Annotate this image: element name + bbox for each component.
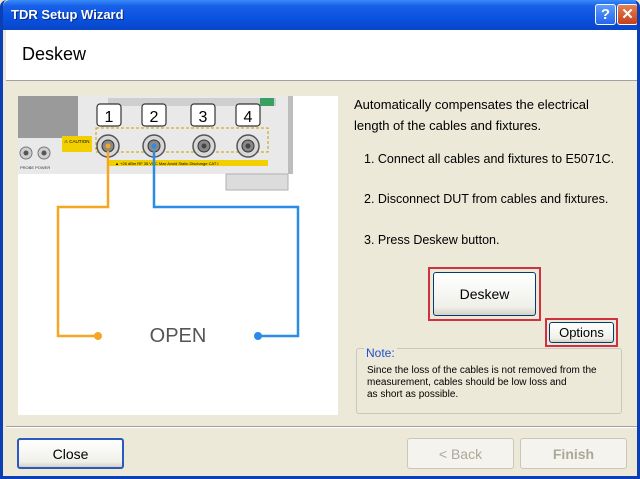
open-label: OPEN — [150, 325, 207, 347]
port-4-label-box: 4 — [235, 103, 261, 127]
footer-divider — [6, 426, 637, 428]
port-1-open-end — [94, 332, 102, 340]
close-icon: ✕ — [621, 6, 634, 23]
help-icon: ? — [600, 6, 611, 23]
port-4-label: 4 — [244, 109, 253, 126]
instrument-foot — [225, 173, 289, 191]
step-3: 3. Press Deskew button. — [364, 233, 500, 247]
step-2: 2. Disconnect DUT from cables and fixtur… — [364, 192, 609, 206]
deskew-highlight — [428, 267, 541, 321]
deskew-button[interactable]: Deskew — [433, 272, 536, 316]
green-key — [260, 98, 274, 106]
connection-diagram: PROBE POWER ⚠ CAUTION ▲ +26 dBm RF 35 VD… — [18, 96, 338, 415]
note-box: Note: Since the loss of the cables is no… — [356, 346, 622, 414]
port-1-label-box: 1 — [96, 103, 122, 127]
wizard-header: Deskew — [6, 30, 637, 81]
note-line-3: as short as possible. — [367, 389, 459, 400]
help-button[interactable]: ? — [595, 4, 616, 25]
back-button[interactable]: < Back — [407, 438, 514, 469]
intro-line-2: length of the cables and fixtures. — [354, 118, 542, 133]
warning-strip-text: ▲ +26 dBm RF 35 VDC Max Avoid Static Dis… — [115, 161, 218, 166]
intro-line-1: Automatically compensates the electrical — [354, 97, 589, 112]
port-2-label-box: 2 — [141, 103, 167, 127]
options-highlight — [545, 318, 618, 347]
note-line-1: Since the loss of the cables is not remo… — [367, 365, 597, 376]
port-1-label: 1 — [105, 109, 114, 126]
options-button[interactable]: Options — [549, 322, 614, 343]
port-2-cable — [152, 151, 300, 338]
probe-power-label: PROBE POWER — [20, 165, 50, 170]
step-1: 1. Connect all cables and fixtures to E5… — [364, 152, 615, 166]
finish-button[interactable]: Finish — [520, 438, 627, 469]
port-3-label: 3 — [199, 109, 208, 126]
window-title: TDR Setup Wizard — [11, 7, 124, 22]
port-3-connector — [192, 134, 216, 158]
instrument-display — [18, 96, 78, 138]
close-button[interactable]: Close — [17, 438, 124, 469]
instrument-illustration: PROBE POWER ⚠ CAUTION ▲ +26 dBm RF 35 VD… — [18, 96, 300, 347]
port-3-label-box: 3 — [190, 103, 216, 127]
title-bar[interactable]: TDR Setup Wizard ? ✕ — [3, 0, 637, 30]
window-close-button[interactable]: ✕ — [617, 4, 637, 25]
note-text: Since the loss of the cables is not remo… — [367, 365, 617, 401]
note-label: Note: — [364, 346, 397, 360]
caution-label: ⚠ CAUTION — [64, 139, 90, 144]
warning-strip — [108, 160, 268, 166]
port-2-open-end — [254, 332, 262, 340]
port-4-connector — [236, 134, 260, 158]
page-title: Deskew — [22, 44, 87, 64]
note-line-2: measurement, cables should be low loss a… — [367, 377, 567, 388]
port-1-cable — [56, 151, 110, 338]
port-2-label: 2 — [150, 109, 159, 126]
